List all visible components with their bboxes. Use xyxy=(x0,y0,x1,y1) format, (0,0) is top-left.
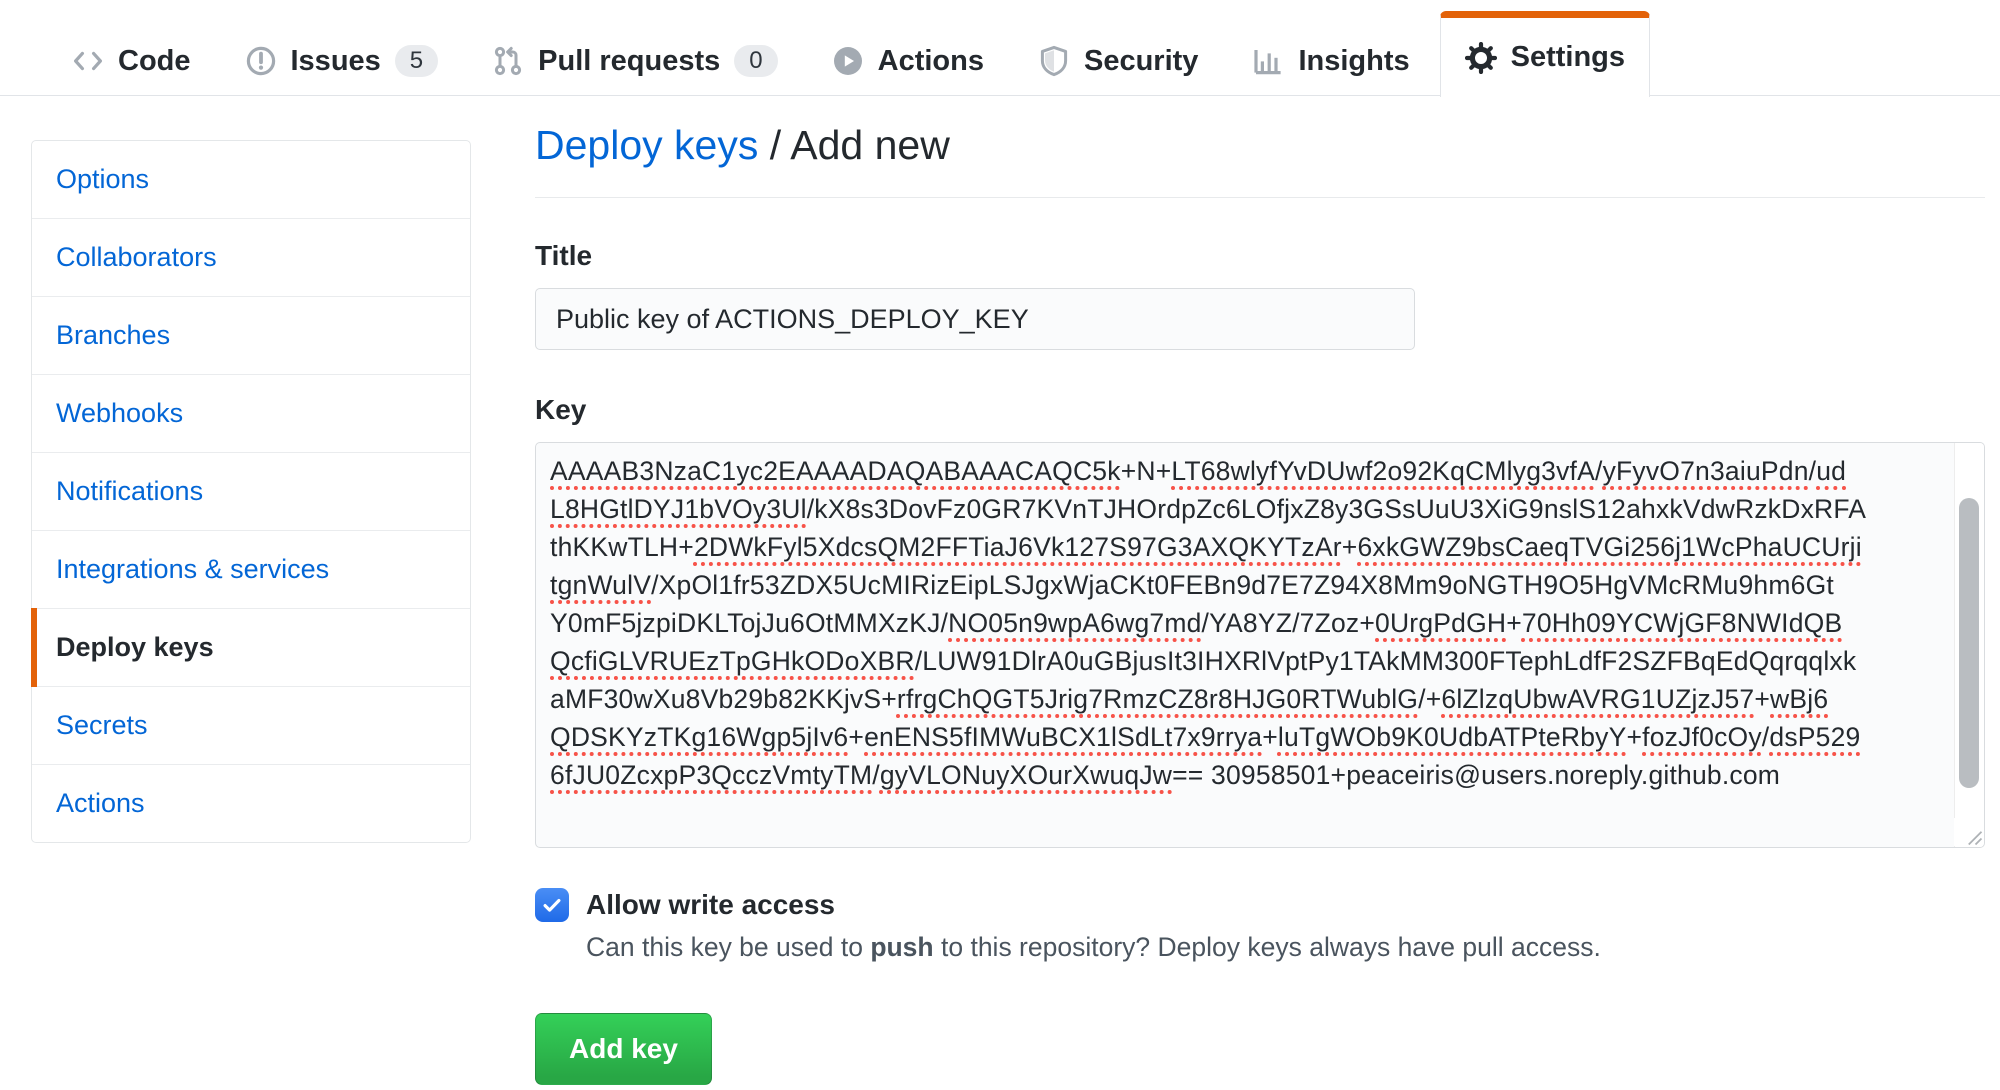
tab-label: Pull requests xyxy=(538,44,721,77)
sidebar-item-notifications[interactable]: Notifications xyxy=(32,453,470,531)
pull-requests-count-badge: 0 xyxy=(734,45,778,77)
git-pull-request-icon xyxy=(495,46,522,76)
sidebar-item-actions[interactable]: Actions xyxy=(56,788,145,818)
page-title: Deploy keys / Add new xyxy=(535,120,1985,171)
sidebar-item-branches[interactable]: Branches xyxy=(32,297,470,375)
description-prefix: Can this key be used to xyxy=(586,932,871,963)
sidebar-item-deploy-keys[interactable]: Deploy keys xyxy=(31,608,470,687)
sidebar-item-secrets[interactable]: Secrets xyxy=(32,687,470,765)
tab-security[interactable]: Security xyxy=(1014,26,1222,96)
deploy-key-form-panel: Deploy keys / Add new Title Key AAAAB3Nz… xyxy=(535,120,1985,1086)
graph-icon xyxy=(1254,50,1282,75)
tab-insights[interactable]: Insights xyxy=(1228,26,1433,96)
key-scrollbar-thumb[interactable] xyxy=(1959,498,1979,789)
settings-layout: Options Collaborators Branches Webhooks … xyxy=(0,96,2000,1086)
tab-settings[interactable]: Settings xyxy=(1439,11,1651,97)
sidebar-item-collaborators[interactable]: Collaborators xyxy=(32,219,470,297)
repo-nav: Code Issues 5 Pull requests 0 Actions xyxy=(0,0,2000,97)
description-suffix: to this repository? Deploy keys always h… xyxy=(933,932,1601,963)
sidebar-item-integrations-services[interactable]: Integrations & services xyxy=(32,531,470,609)
breadcrumb-current: Add new xyxy=(790,122,950,168)
heading-divider xyxy=(535,197,1985,199)
tab-actions[interactable]: Actions xyxy=(808,26,1008,96)
play-circle-icon xyxy=(833,47,862,75)
title-field-label: Title xyxy=(535,240,593,272)
tab-label: Actions xyxy=(877,44,984,77)
sidebar-item-options[interactable]: Options xyxy=(32,141,470,219)
tab-issues[interactable]: Issues 5 xyxy=(221,26,463,96)
deploy-keys-breadcrumb-link[interactable]: Deploy keys xyxy=(535,122,759,168)
key-scrollbar[interactable] xyxy=(1954,443,1984,848)
check-icon xyxy=(543,899,561,912)
breadcrumb-separator: / xyxy=(758,122,791,168)
tab-pull-requests[interactable]: Pull requests 0 xyxy=(468,26,801,96)
key-field-label: Key xyxy=(535,394,587,426)
tab-label: Security xyxy=(1083,44,1199,77)
tab-label: Issues xyxy=(290,44,381,77)
tab-code[interactable]: Code xyxy=(48,26,215,96)
settings-menu: Options Collaborators Branches Webhooks … xyxy=(31,140,471,843)
shield-icon xyxy=(1040,45,1068,77)
resize-grip-icon xyxy=(1968,831,1983,846)
description-bold-push: push xyxy=(870,932,934,963)
tab-label: Code xyxy=(118,44,191,77)
code-icon xyxy=(74,51,102,71)
tab-label: Settings xyxy=(1510,41,1626,73)
gear-icon xyxy=(1464,41,1497,74)
key-textarea[interactable]: AAAAB3NzaC1yc2EAAAADAQABAAACAQC5k+N+LT68… xyxy=(535,442,1985,849)
sidebar-item-webhooks[interactable]: Webhooks xyxy=(32,375,470,453)
title-input[interactable] xyxy=(535,288,1415,351)
textarea-resize-handle[interactable] xyxy=(1954,818,1983,847)
key-textarea-content: AAAAB3NzaC1yc2EAAAADAQABAAACAQC5k+N+LT68… xyxy=(550,456,1867,791)
issues-count-badge: 5 xyxy=(394,45,439,77)
allow-write-row: Allow write access xyxy=(535,888,1985,923)
add-key-button[interactable]: Add key xyxy=(535,1013,712,1086)
tab-label: Insights xyxy=(1298,44,1410,77)
allow-write-label: Allow write access xyxy=(586,889,836,921)
settings-sidebar: Options Collaborators Branches Webhooks … xyxy=(31,140,471,843)
issue-opened-icon xyxy=(246,46,275,76)
allow-write-checkbox[interactable] xyxy=(535,888,569,923)
allow-write-description: Can this key be used to push to this rep… xyxy=(586,932,1985,963)
